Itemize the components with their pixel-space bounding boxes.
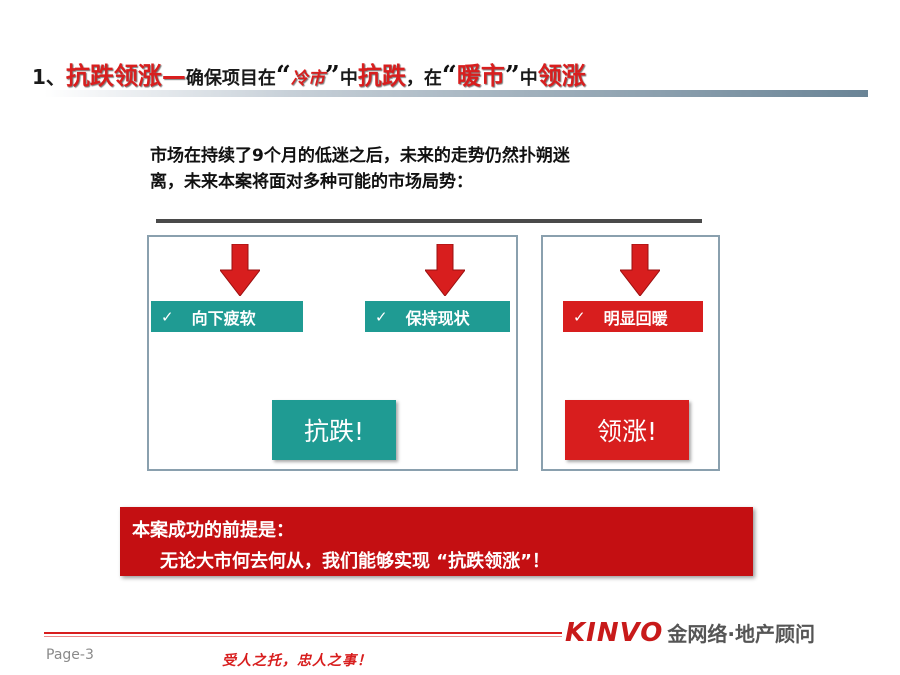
footer-slogan: 受人之托，忠人之事！ [222,653,372,669]
down-arrow-icon [425,244,465,296]
title-text: 确保项目在 [185,68,276,89]
down-arrow-icon [620,244,660,296]
title-quote-open: “ [275,61,291,91]
title-cold-market: 冷市 [290,69,325,89]
checkmark-icon: ✓ [573,307,586,326]
intro-line-2: 离，未来本案将面对多种可能的市场局势： [150,172,473,192]
title-quote-close-2: ” [504,61,520,91]
title-dash: — [161,62,186,90]
title-keyword-resist: 抗跌 [357,62,406,90]
scenario-label: 保持现状 [405,308,470,328]
slide-title: 1、抗跌领涨—确保项目在“冷市”中抗跌，在“暖市”中领涨 [32,56,586,92]
intro-divider [156,219,702,223]
title-quote-close: ” [324,61,340,91]
lead-result-box: 领涨! [565,400,689,460]
scenario-label: 向下疲软 [191,308,256,328]
scenario-label: 明显回暖 [603,308,668,328]
down-arrow-icon [220,244,260,296]
title-quote-open-2: “ [441,61,457,91]
title-text-at: ，在 [405,68,442,89]
page-number: Page-3 [46,647,94,663]
brand-logo-wordmark: KINVO [565,618,664,648]
title-keyword-resist-lead: 抗跌领涨 [65,62,162,90]
title-underline [44,90,868,97]
title-text-in-2: 中 [519,68,538,89]
scenario-recovery-tag: ✓ 明显回暖 [563,301,703,332]
premise-statement: 无论大市何去何从，我们能够实现 “抗跌领涨”！ [160,551,550,572]
footer-rule-thin [44,636,562,637]
title-text-in: 中 [339,68,358,89]
checkmark-icon: ✓ [161,307,174,326]
brand-name: 金网络·地产顾问 [667,622,815,646]
intro-line-1: 市场在持续了9个月的低迷之后，未来的走势仍然扑朔迷 [150,146,570,166]
footer-rule [44,632,562,634]
resist-result-box: 抗跌! [272,400,396,460]
title-number: 1、 [32,65,66,89]
title-warm-market: 暖市 [456,62,505,90]
scenario-steady-tag: ✓ 保持现状 [365,301,510,332]
title-keyword-lead: 领涨 [537,62,586,90]
premise-heading: 本案成功的前提是： [132,520,294,541]
intro-text: 市场在持续了9个月的低迷之后，未来的走势仍然扑朔迷 离，未来本案将面对多种可能的… [150,143,730,195]
scenario-weak-tag: ✓ 向下疲软 [151,301,303,332]
premise-banner: 本案成功的前提是： 无论大市何去何从，我们能够实现 “抗跌领涨”！ [120,507,753,576]
checkmark-icon: ✓ [375,307,388,326]
